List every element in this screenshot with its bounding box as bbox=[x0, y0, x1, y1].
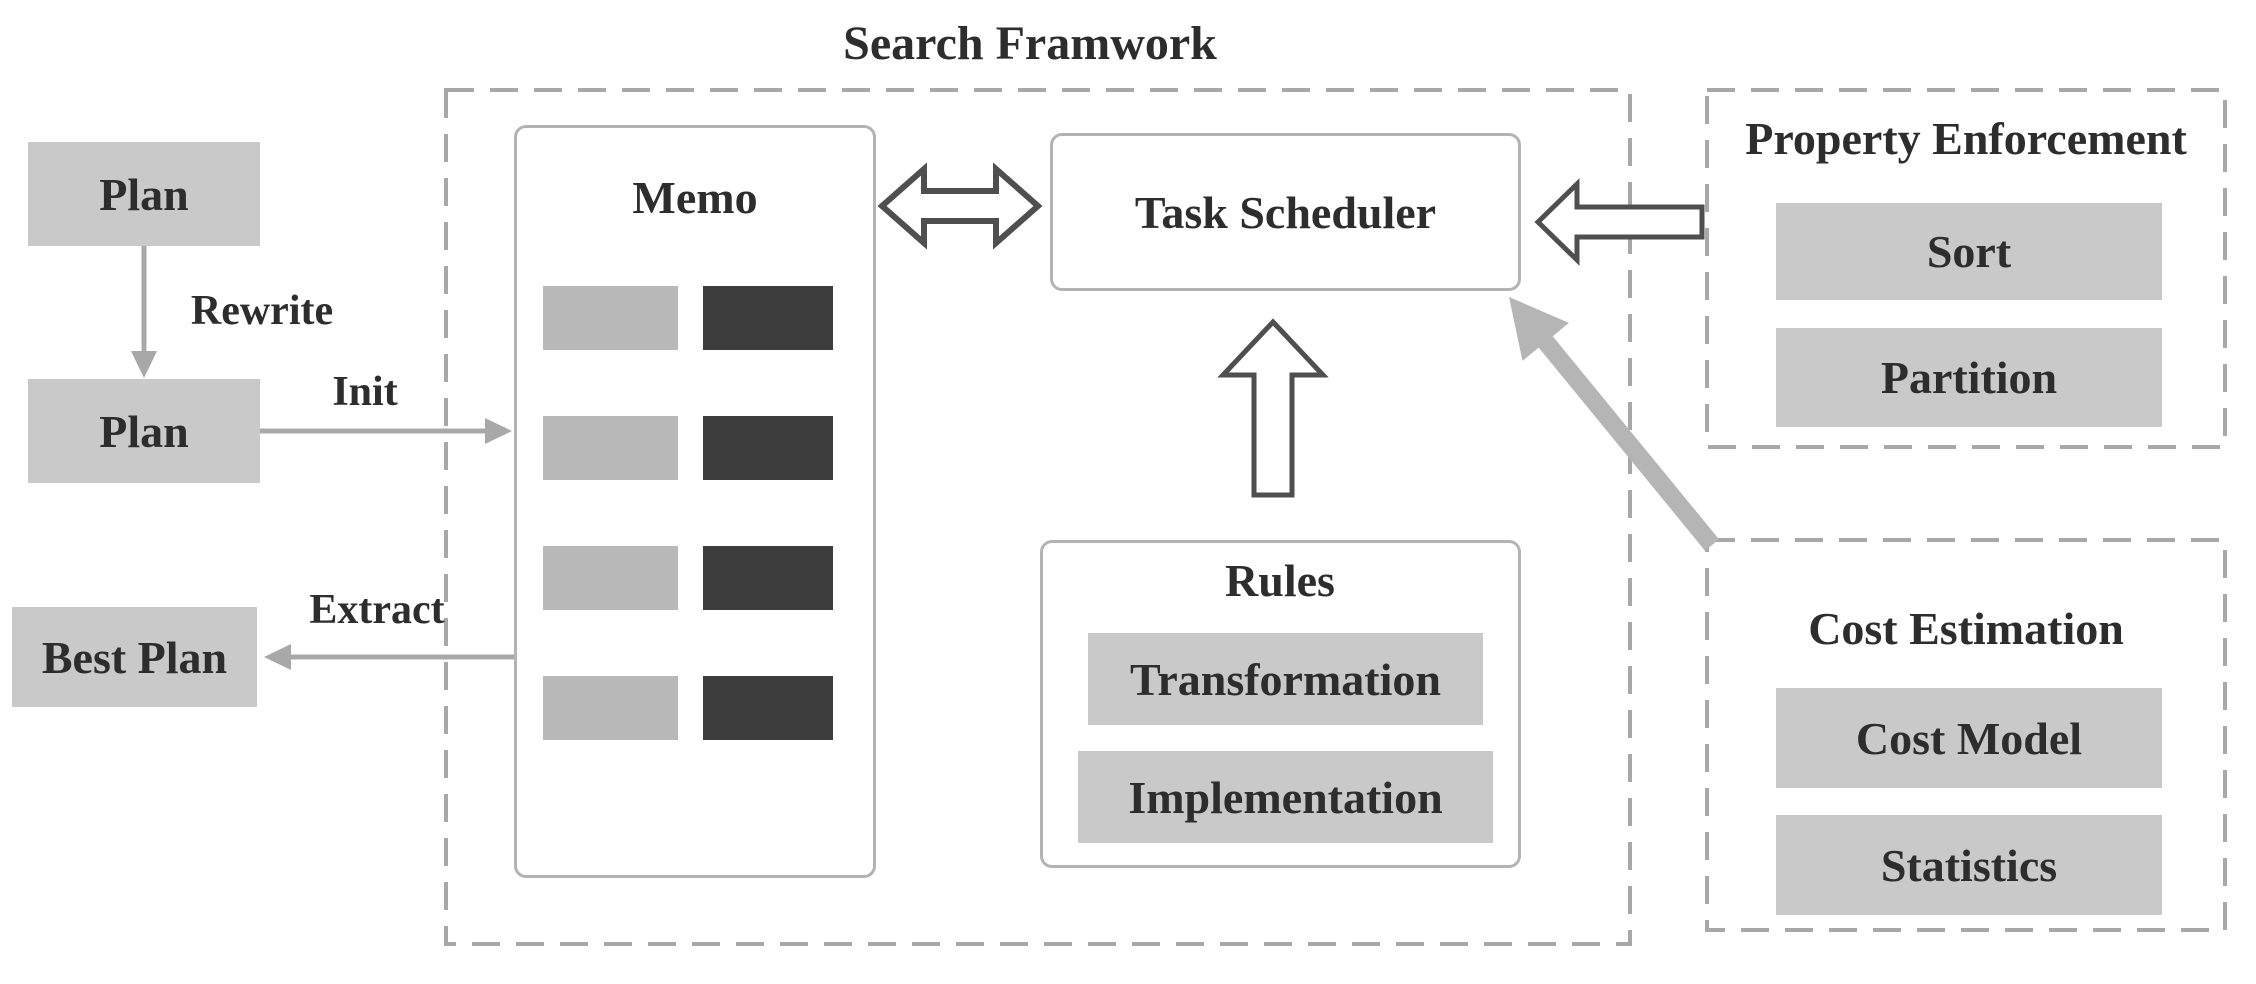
memo-expression-rect bbox=[703, 676, 833, 740]
memo-expression-rect bbox=[703, 416, 833, 480]
plan-rewritten-box: Plan bbox=[28, 379, 260, 483]
memo-group-rect bbox=[543, 676, 678, 740]
memo-row bbox=[543, 546, 833, 610]
rules-box: Rules Transformation Implementation bbox=[1040, 540, 1521, 868]
init-label: Init bbox=[332, 369, 398, 415]
cost-to-scheduler-arrow bbox=[1509, 297, 1719, 551]
task-scheduler-box: Task Scheduler bbox=[1050, 133, 1521, 291]
plan-initial-box: Plan bbox=[28, 142, 260, 246]
extract-label: Extract bbox=[309, 587, 445, 633]
init-arrow bbox=[260, 418, 512, 444]
rewrite-arrow bbox=[131, 246, 157, 378]
best-plan-box: Best Plan bbox=[12, 607, 257, 707]
search-framework-dashed-border bbox=[444, 88, 1632, 946]
rewrite-label: Rewrite bbox=[190, 288, 334, 334]
memo-group-rect bbox=[543, 286, 678, 350]
memo-row bbox=[543, 416, 833, 480]
memo-title: Memo bbox=[632, 172, 758, 223]
cost-model-box: Cost Model bbox=[1776, 688, 2162, 788]
cost-estimation-dashed-border bbox=[1705, 538, 2227, 932]
diagram-title: Search Framwork bbox=[843, 17, 1217, 70]
implementation-rule-box: Implementation bbox=[1078, 751, 1493, 843]
partition-box: Partition bbox=[1776, 328, 2162, 427]
rules-to-scheduler-arrow bbox=[1217, 318, 1329, 498]
memo-rows bbox=[543, 286, 833, 740]
memo-group-rect bbox=[543, 416, 678, 480]
rules-title: Rules bbox=[1225, 555, 1335, 606]
extract-arrow bbox=[264, 644, 514, 670]
transformation-rule-box: Transformation bbox=[1088, 633, 1483, 725]
memo-group-rect bbox=[543, 546, 678, 610]
memo-box: Memo bbox=[514, 125, 876, 878]
property-enforcement-title: Property Enforcement bbox=[1745, 113, 2187, 164]
sort-box: Sort bbox=[1776, 203, 2162, 300]
memo-scheduler-double-arrow bbox=[877, 162, 1043, 250]
cost-estimation-title: Cost Estimation bbox=[1808, 603, 2124, 654]
memo-expression-rect bbox=[703, 546, 833, 610]
memo-expression-rect bbox=[703, 286, 833, 350]
property-to-scheduler-arrow bbox=[1534, 178, 1705, 266]
memo-row bbox=[543, 286, 833, 350]
memo-row bbox=[543, 676, 833, 740]
statistics-box: Statistics bbox=[1776, 815, 2162, 915]
